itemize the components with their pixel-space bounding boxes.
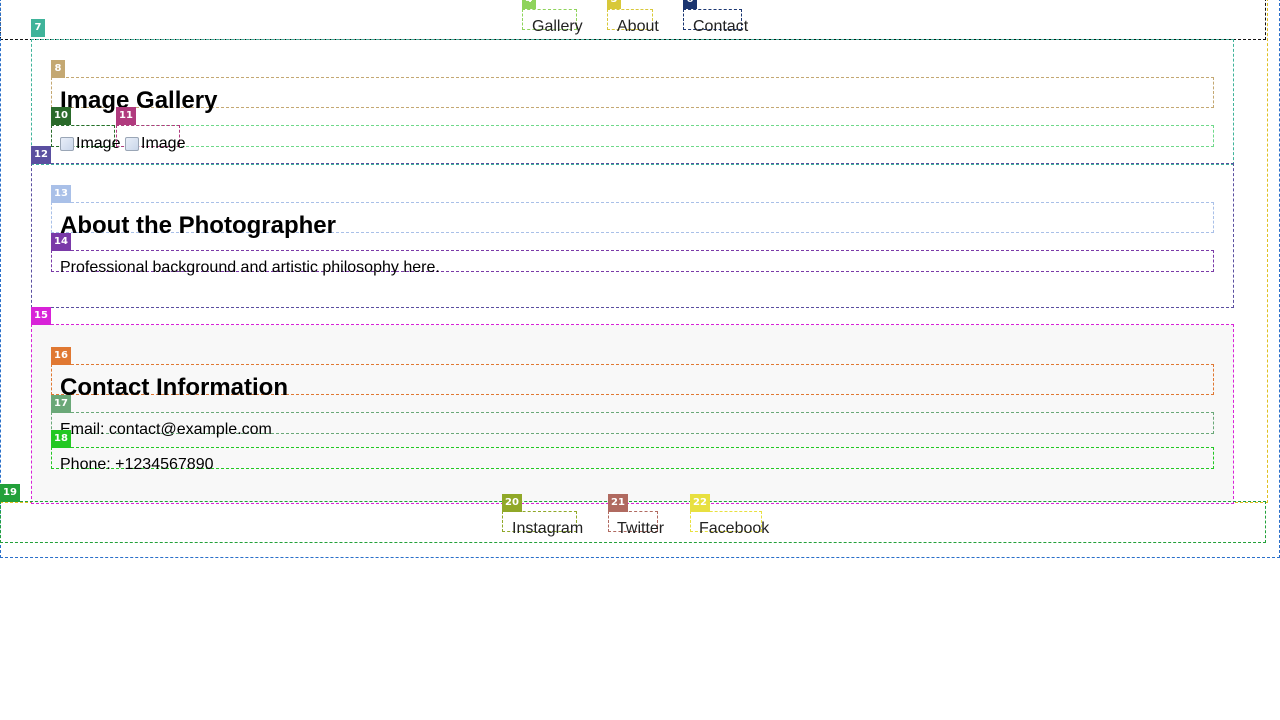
footer-twitter-link[interactable]: Twitter [617, 520, 665, 537]
label-19: 19 [0, 484, 20, 502]
about-text-box [51, 250, 1214, 272]
about-section [31, 163, 1234, 308]
label-17: 17 [51, 395, 71, 413]
broken-image-icon [125, 137, 139, 151]
label-6: 6 [683, 0, 697, 9]
gallery-image-2-box [116, 125, 180, 147]
gallery-image-1-box [51, 125, 115, 147]
nav-contact-link[interactable]: Contact [693, 18, 749, 35]
label-10: 10 [51, 107, 71, 125]
label-11: 11 [116, 107, 136, 125]
contact-heading: Contact Information [60, 374, 288, 401]
label-16: 16 [51, 347, 71, 365]
broken-image-icon [60, 137, 74, 151]
label-20: 20 [502, 494, 522, 512]
gallery-image-2-alt: Image [141, 135, 186, 152]
label-5: 5 [607, 0, 621, 9]
label-15: 15 [31, 307, 51, 325]
about-text: Professional background and artistic phi… [60, 259, 440, 276]
contact-email-box [51, 412, 1214, 434]
gallery-image-2[interactable]: Image [125, 134, 185, 154]
label-8: 8 [51, 60, 65, 78]
footer-instagram-link[interactable]: Instagram [512, 520, 584, 537]
nav-gallery-box [522, 9, 577, 30]
about-heading-box [51, 202, 1214, 233]
label-22: 22 [690, 494, 710, 512]
contact-section [31, 324, 1234, 504]
footer-instagram-box [502, 511, 577, 532]
nav-contact-box [683, 9, 742, 30]
about-heading: About the Photographer [60, 212, 336, 239]
footer-facebook-box [690, 511, 762, 532]
label-18: 18 [51, 430, 71, 448]
gallery-image-1[interactable]: Image [60, 134, 120, 154]
footer-twitter-box [608, 511, 658, 532]
label-14: 14 [51, 233, 71, 251]
label-4: 4 [522, 0, 536, 9]
gallery-section [31, 39, 1234, 165]
label-21: 21 [608, 494, 628, 512]
gallery-grid [51, 125, 1214, 147]
contact-heading-box [51, 364, 1214, 395]
footer-facebook-link[interactable]: Facebook [699, 520, 770, 537]
contact-email: Email: contact@example.com [60, 421, 272, 438]
footer [0, 501, 1266, 543]
nav-gallery-link[interactable]: Gallery [532, 18, 583, 35]
label-7: 7 [31, 19, 45, 37]
nav-about-link[interactable]: About [617, 18, 659, 35]
nav-about-box [607, 9, 653, 30]
contact-background [31, 325, 1234, 503]
gallery-heading-box [51, 77, 1214, 108]
contact-phone-box [51, 447, 1214, 469]
gallery-image-1-alt: Image [76, 135, 121, 152]
label-13: 13 [51, 185, 71, 203]
contact-phone: Phone: +1234567890 [60, 456, 214, 473]
label-12: 12 [31, 146, 51, 164]
gallery-heading: Image Gallery [60, 87, 218, 114]
